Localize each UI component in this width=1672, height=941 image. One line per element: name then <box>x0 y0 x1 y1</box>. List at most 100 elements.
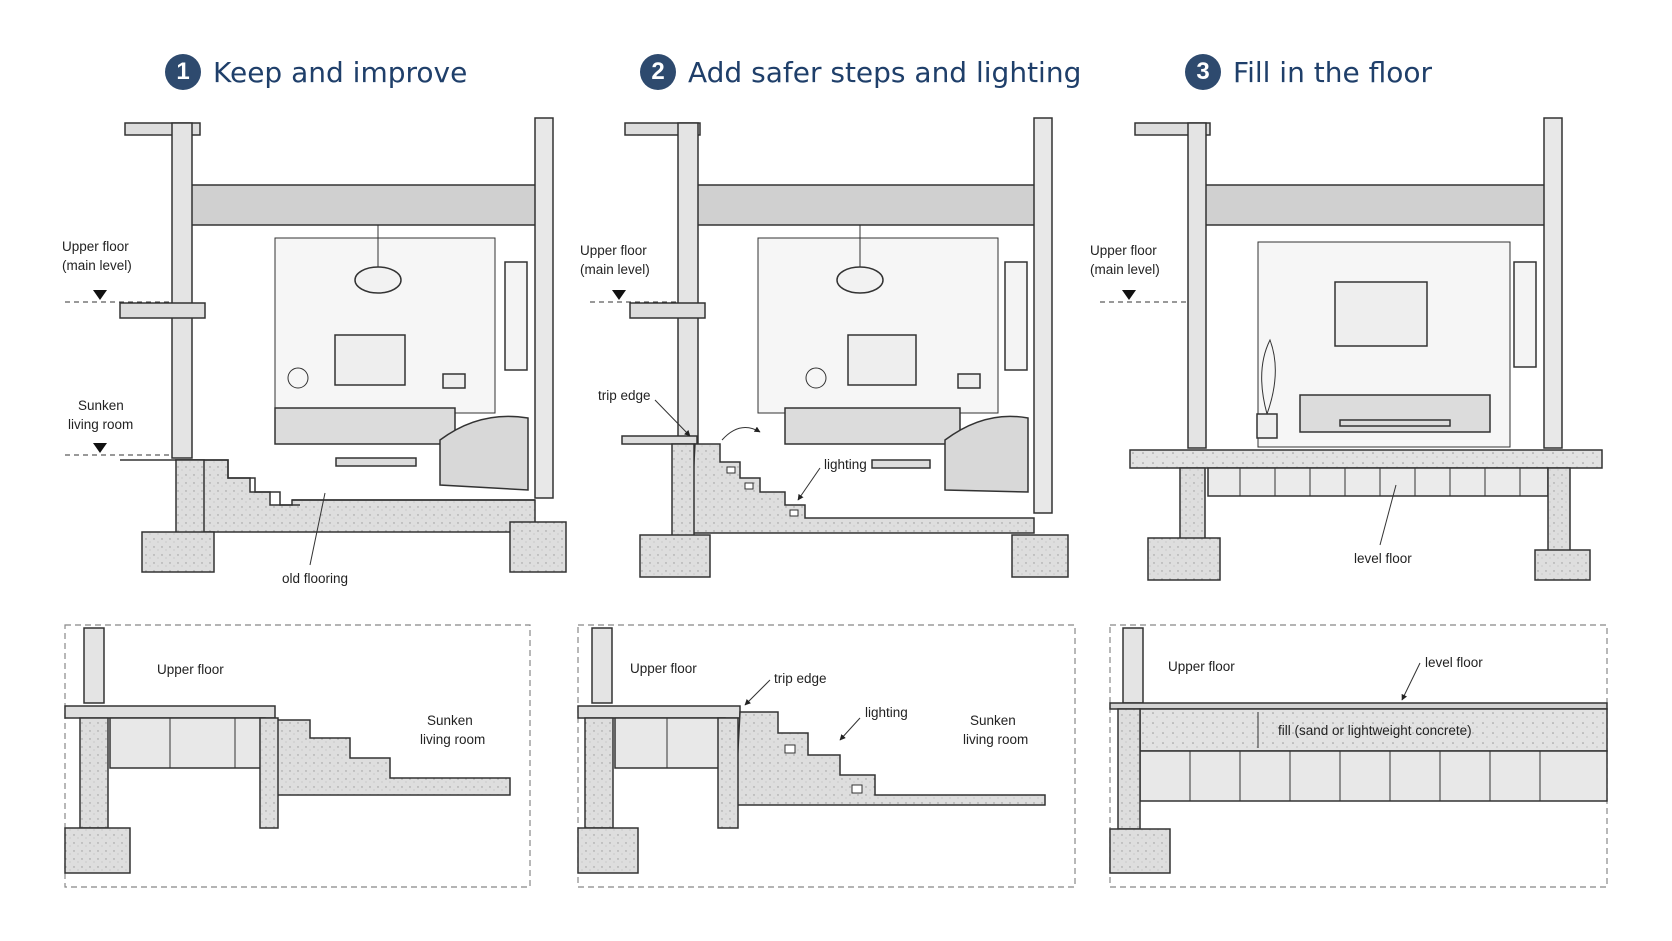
pendant-lamp <box>836 266 884 294</box>
foundation-wall <box>584 717 614 829</box>
right-footing <box>1534 549 1591 581</box>
left-foundation-wall <box>671 443 695 540</box>
option-2-number-badge: 2 <box>640 54 676 90</box>
label-sunken-d1: Sunken <box>427 713 473 728</box>
label-sunken-d2: Sunken <box>970 713 1016 728</box>
joists <box>109 717 266 769</box>
planter <box>1256 413 1278 439</box>
upper-floor-deck <box>577 705 741 719</box>
upper-level-marker <box>612 290 626 300</box>
right-wall <box>1543 117 1563 449</box>
upper-floor-slab <box>629 302 706 319</box>
section-3 <box>1100 117 1603 581</box>
label-living-room-1: living room <box>68 417 133 432</box>
footing <box>577 827 639 874</box>
plant <box>1261 338 1276 415</box>
label-trip-edge-2: trip edge <box>598 388 651 403</box>
fill-layer <box>1139 708 1608 752</box>
left-footing <box>639 534 711 578</box>
detail-2 <box>577 624 1076 888</box>
level-floor-slab <box>1129 449 1603 469</box>
label-upper-floor-1: Upper floor <box>62 239 129 254</box>
label-lighting-d2: lighting <box>865 705 908 720</box>
label-level-floor-d3: level floor <box>1425 655 1483 670</box>
trip-edge-leader <box>744 679 771 706</box>
left-footing <box>1147 537 1221 581</box>
joist-space <box>1139 750 1608 802</box>
sideboard <box>274 407 456 445</box>
ceiling-beam <box>179 184 541 226</box>
detail-3 <box>1109 624 1608 888</box>
right-wall <box>1033 117 1053 514</box>
label-main-level-3: (main level) <box>1090 262 1160 277</box>
upper-level-marker <box>1122 290 1136 300</box>
right-footing <box>509 521 567 573</box>
pendant-lamp <box>354 266 402 294</box>
step-light <box>789 509 799 517</box>
option-2-title: Add safer steps and lighting <box>688 55 1082 89</box>
label-upper-floor-d1: Upper floor <box>157 662 224 677</box>
section-2 <box>590 117 1069 578</box>
wall-picture <box>334 334 406 386</box>
upper-floor-edge <box>621 435 698 445</box>
label-main-level-2: (main level) <box>580 262 650 277</box>
label-lighting-2: lighting <box>824 457 867 472</box>
sideboard <box>784 407 961 445</box>
sunken-level-marker <box>93 443 107 453</box>
option-2-heading: 2 Add safer steps and lighting <box>640 50 1081 94</box>
plant <box>805 367 827 389</box>
option-3-heading: 3 Fill in the floor <box>1185 50 1432 94</box>
foundation-wall <box>1117 708 1141 830</box>
plant <box>287 367 309 389</box>
left-foundation-wall <box>1179 467 1206 544</box>
section-1 <box>65 117 567 573</box>
footing <box>64 827 131 874</box>
stair-wall <box>717 717 739 829</box>
upper-level-marker <box>93 290 107 300</box>
table-lamp <box>957 373 981 389</box>
lighting-leader <box>839 717 861 741</box>
stair-concrete <box>274 718 511 796</box>
trip-edge-curve <box>721 426 761 441</box>
joist-space <box>1207 467 1549 497</box>
stair-concrete <box>734 711 1046 806</box>
level-floor-leader <box>1401 662 1421 701</box>
coffee-table <box>871 459 931 469</box>
label-level-floor-3: level floor <box>1354 551 1412 566</box>
right-wall <box>534 117 554 499</box>
step-light <box>726 466 736 474</box>
left-wall <box>171 122 193 459</box>
left-footing <box>141 531 215 573</box>
label-upper-floor-3: Upper floor <box>1090 243 1157 258</box>
level-floor-surface <box>1109 702 1608 710</box>
label-living-room-d2: living room <box>963 732 1028 747</box>
left-wall <box>677 122 699 459</box>
step-light <box>744 482 754 490</box>
option-1-heading: 1 Keep and improve <box>165 50 467 94</box>
coffee-table <box>1339 419 1451 427</box>
label-upper-floor-d2: Upper floor <box>630 661 697 676</box>
old-flooring-leader <box>309 492 326 566</box>
lighting-leader <box>797 467 821 501</box>
sofa <box>944 415 1029 493</box>
ceiling-beam <box>682 184 1039 226</box>
right-footing <box>1011 534 1069 578</box>
option-1-number-badge: 1 <box>165 54 201 90</box>
stair-wall <box>259 717 279 829</box>
stair-concrete <box>689 443 1035 534</box>
window <box>504 261 528 371</box>
upper-floor-slab <box>119 302 206 319</box>
upper-floor-deck <box>64 705 276 719</box>
foundation-wall <box>79 717 109 829</box>
option-3-number-badge: 3 <box>1185 54 1221 90</box>
table-lamp <box>442 373 466 389</box>
label-sunken-1: Sunken <box>78 398 124 413</box>
right-foundation-wall <box>1547 467 1571 554</box>
wall-picture <box>847 334 917 386</box>
wall <box>591 627 613 704</box>
step-light <box>784 744 796 754</box>
label-trip-edge-d2: trip edge <box>774 671 827 686</box>
wall <box>83 627 105 704</box>
label-upper-floor-2: Upper floor <box>580 243 647 258</box>
